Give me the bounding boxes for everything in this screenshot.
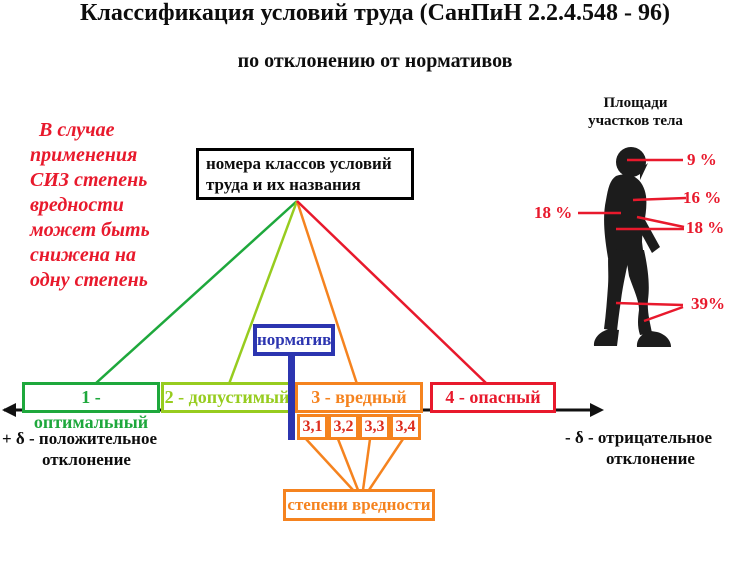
fan-line-danger	[296, 200, 488, 385]
classes-header-line: номера классов условий	[206, 154, 392, 173]
percent-label-back: 18 %	[534, 203, 573, 222]
page-title: Классификация условий труда (СанПиН 2.2.…	[80, 0, 670, 26]
siz-note: В случае применения СИЗ степень вредност…	[30, 118, 190, 293]
percent-label-arm: 16 %	[683, 188, 722, 207]
classes-header-line: труда и их названия	[206, 175, 361, 194]
axis-left-label-line2: отклонение	[42, 450, 131, 469]
callout-line-legs-upper	[615, 301, 684, 307]
percent-label-legs: 39%	[691, 294, 725, 313]
left-arrow-icon	[2, 403, 16, 417]
siz-note-line: вредности	[30, 194, 124, 216]
body-areas-title: Площади участков тела	[558, 94, 713, 130]
degree-line-31	[305, 438, 354, 491]
class-box-acceptable: 2 - допустимый	[161, 382, 293, 413]
degree-box-32: 3,2	[328, 414, 359, 440]
normativ-box: норматив	[253, 324, 335, 356]
fan-line-harmful	[295, 200, 359, 385]
fan-line-optimal	[94, 200, 298, 385]
siz-note-line: снижена на	[30, 244, 136, 266]
fan-line-acceptable	[227, 200, 299, 385]
body-areas-title-line: Площади	[603, 95, 668, 111]
siz-note-line: СИЗ степень	[30, 169, 148, 191]
degree-box-31: 3,1	[297, 414, 328, 440]
percent-label-head: 9 %	[687, 150, 717, 169]
class-box-danger: 4 - опасный	[430, 382, 556, 413]
body-silhouette-image	[593, 147, 671, 347]
classes-header-box: номера классов условий труда и их назван…	[196, 148, 414, 200]
axis-right-label-line1: - δ - отрицательное	[565, 428, 713, 447]
right-arrow-icon	[590, 403, 604, 417]
callout-line-arm	[632, 196, 687, 202]
class-box-optimal: 1 - оптимальный	[22, 382, 160, 432]
normativ-line	[288, 354, 295, 440]
siz-note-line: может быть	[30, 219, 150, 241]
siz-note-line: одну степень	[30, 269, 148, 291]
siz-note-line: применения	[30, 144, 138, 166]
body-callout-lines	[578, 158, 687, 323]
degree-line-33	[361, 438, 372, 491]
siz-note-line: В случае	[39, 119, 115, 141]
degree-line-34	[367, 438, 405, 491]
degree-box-33: 3,3	[359, 414, 390, 440]
callout-line-legs-lower	[643, 305, 684, 323]
axis-left-label-line1: + δ - положительное	[2, 429, 157, 448]
axis-right-label-line2: отклонение	[606, 449, 695, 468]
body-areas-title-line: участков тела	[588, 113, 683, 129]
degree-line-32	[336, 438, 360, 491]
severity-degrees-box: степени вредности	[283, 489, 435, 521]
degree-box-34: 3,4	[390, 414, 421, 440]
class-box-harmful: 3 - вредный	[295, 382, 423, 413]
callout-line-hips-upper	[636, 215, 685, 229]
percent-label-hips: 18 %	[686, 218, 725, 237]
page-subtitle: по отклонению от нормативов	[237, 50, 513, 72]
